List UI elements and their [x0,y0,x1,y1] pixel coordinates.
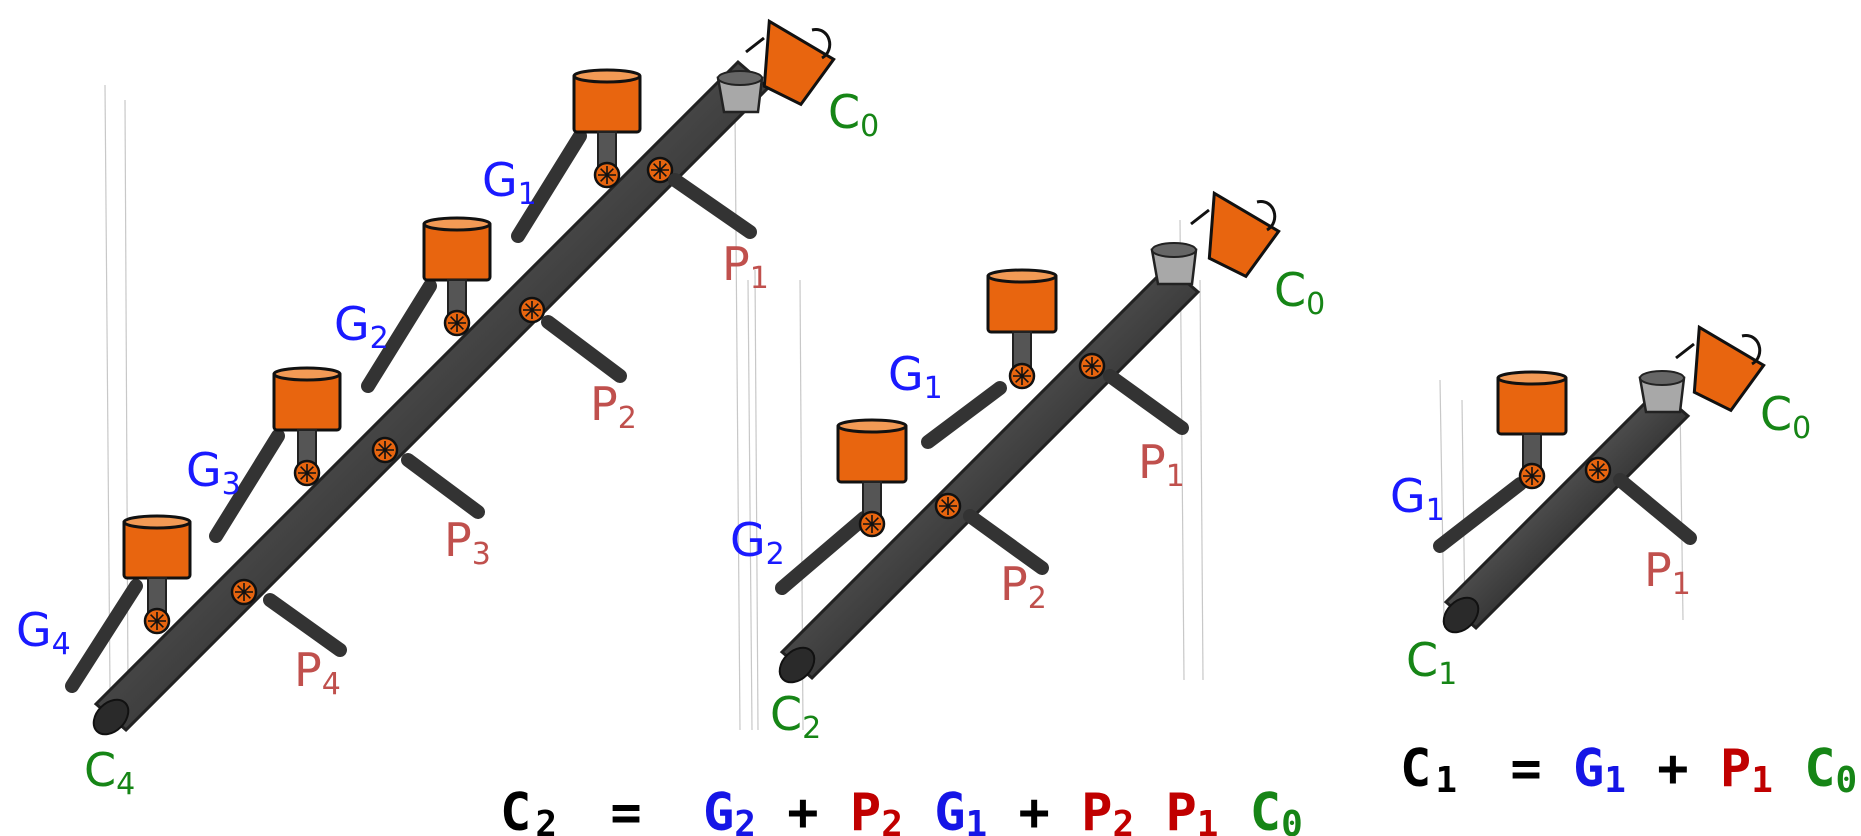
label-g1: G1 [888,347,943,406]
diagram-1-stage: C0 G1 P1 C1 [1390,324,1811,692]
valve-spokes [1013,367,1031,385]
label-c0: C0 [1760,387,1811,446]
label-p2: P2 [590,377,637,436]
drain-arm-icon [361,279,437,393]
label-c1: C1 [1406,633,1457,692]
pitcher-icon [1675,324,1766,413]
label-p2: P2 [1000,557,1047,616]
label-p1: P1 [1644,543,1691,602]
valve-spokes [863,515,881,533]
drain-arm-icon [541,315,627,383]
label-g2: G2 [730,513,785,572]
label-p4: P4 [294,643,341,702]
pitcher-icon [745,18,836,107]
valve-spokes [598,166,616,184]
label-g3: G3 [186,443,241,502]
label-g1: G1 [1390,469,1445,528]
pitcher-icon [1190,190,1281,279]
drain-arm-icon [668,173,757,239]
drain-arm-icon [921,381,1007,449]
drain-arm-icon [263,593,347,657]
valve-spokes [448,314,466,332]
valve-spokes [1589,461,1607,479]
drain-arm-icon [1103,369,1189,435]
diagram-4-stage: C0 G1 P1 G2 P2 G3 P3 G4 P4 C4 [16,18,879,802]
drain-arm-icon [209,429,285,543]
label-g4: G4 [16,603,71,662]
valve-spokes [651,161,669,179]
valve-spokes [298,464,316,482]
drain-arm-icon [65,579,143,693]
valve-spokes [939,497,957,515]
drain-arm-icon [511,129,587,243]
label-p1: P1 [722,237,769,296]
label-p3: P3 [444,513,491,572]
drain-arm-icon [775,511,871,595]
label-c2: C2 [770,687,821,746]
drain-arm-icon [963,509,1049,575]
valve-spokes [1083,357,1101,375]
label-p1: P1 [1138,435,1185,494]
diagram-2-stage: C0 G1 P1 G2 P2 C2 [730,190,1325,746]
valve-spokes [235,583,253,601]
drain-arm-icon [1433,477,1527,553]
valve-spokes [523,301,541,319]
valve-spokes [148,612,166,630]
label-c0: C0 [828,85,879,144]
label-g1: G1 [482,153,537,212]
label-c0: C0 [1274,263,1325,322]
label-c4: C4 [84,743,135,802]
drain-arm-icon [401,453,485,519]
valve-spokes [376,441,394,459]
valve-spokes [1523,467,1541,485]
label-g2: G2 [334,297,389,356]
drain-arm-icon [1613,473,1697,545]
